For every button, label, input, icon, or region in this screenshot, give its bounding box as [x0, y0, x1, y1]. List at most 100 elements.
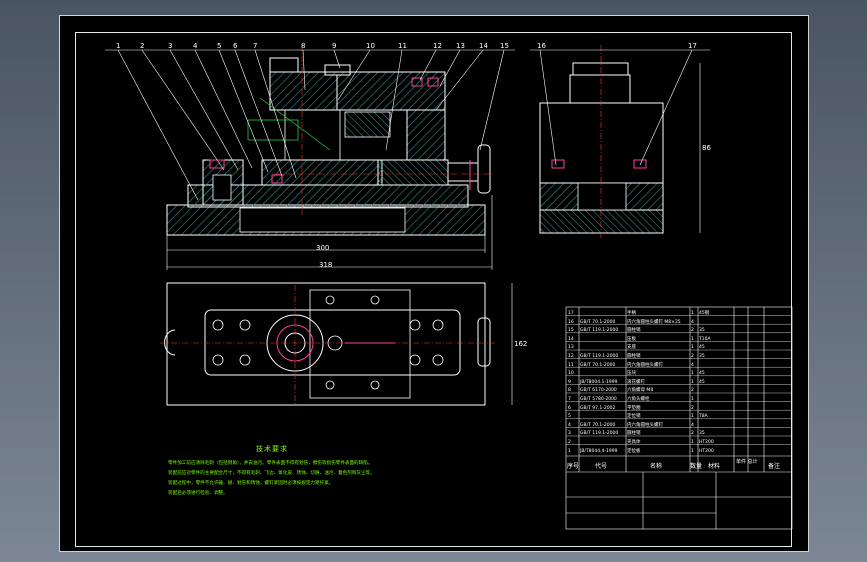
bom-cell-code: GB/T 119.1-2000: [580, 354, 619, 359]
bom-cell-code: GB/T 70.1-2000: [580, 362, 616, 368]
bom-cell-code: JB/T8004.1-1999: [580, 379, 618, 385]
bom-cell-qty: 1: [691, 379, 694, 385]
bom-cell-name: 圆柱销: [627, 354, 641, 359]
tech-req-line: 装配过程中，零件不允许磕、碰、划伤和锈蚀，螺钉紧固时必须按规定力矩拧紧。: [168, 481, 334, 486]
bom-cell-material: 45: [699, 345, 705, 351]
bom-cell-qty: 1: [691, 336, 694, 342]
tech-req-line: 零件加工前应清除毛刺（包括倒角），并去油污。零件表面不得有划伤，擦伤等损伤零件表…: [168, 461, 373, 466]
bom-cell-no: 10: [568, 371, 574, 377]
bom-header-no: 序号: [567, 463, 580, 470]
bom-cell-material: 45: [699, 379, 705, 385]
bom-cell-code: GB/T 70.1-2000: [580, 422, 616, 428]
drawing-frame: [75, 32, 792, 547]
bom-cell-qty: 1: [691, 311, 694, 316]
tech-req-title: 技术要求: [256, 445, 288, 453]
bom-cell-material: 45: [699, 371, 705, 377]
dim-side-height: 86: [702, 144, 711, 152]
bom-cell-qty: 2: [691, 354, 694, 359]
bom-cell-no: 3: [568, 431, 571, 437]
bom-cell-no: 7: [568, 397, 571, 402]
balloon-17: 17: [688, 42, 697, 50]
bom-cell-name: 滚花螺钉: [627, 379, 645, 385]
bom-cell-qty: 4: [691, 422, 694, 428]
bom-cell-code: GB/T 119.1-2000: [580, 431, 619, 437]
top-view: [160, 282, 513, 406]
balloon-1: 1: [116, 42, 121, 50]
bom-cell-no: 4: [568, 422, 571, 428]
bom-cell-name: 圆柱销: [627, 431, 641, 437]
bom-cell-name: 定位板: [627, 448, 641, 454]
balloon-11: 11: [398, 42, 407, 50]
bom-header-name: 名称: [650, 463, 663, 470]
balloon-10: 10: [366, 42, 375, 50]
bom-cell-code: GB/T 5780-2000: [580, 397, 617, 402]
bom-cell-name: 内六角圆柱头螺钉: [627, 362, 663, 368]
dim-front-length: 300: [316, 244, 330, 252]
bom-cell-code: JB/T8044.4-1999: [580, 448, 618, 454]
bom-header-qty: 数量: [690, 463, 703, 470]
front-view: [105, 45, 515, 270]
bom-cell-name: 平垫圈: [627, 405, 641, 411]
bom-cell-qty: 1: [691, 440, 694, 445]
bom-cell-no: 2: [568, 440, 571, 445]
bom-cell-material: 35: [699, 354, 705, 359]
bom-cell-material: T10A: [699, 336, 711, 342]
bom-cell-qty: 4: [691, 362, 694, 368]
bom-cell-no: 15: [568, 328, 574, 334]
balloon-5: 5: [217, 42, 222, 50]
bom-cell-qty: 2: [691, 388, 694, 394]
bom-cell-no: 11: [568, 362, 574, 368]
bom-cell-name: 压块: [627, 371, 636, 377]
bom-cell-code: GB/T 119.1-2000: [580, 328, 619, 334]
bom-cell-code: GB/T 70.1-2000: [580, 319, 616, 325]
bom-cell-name: 六角螺母 M8: [627, 388, 654, 394]
dim-overall-length: 318: [319, 261, 333, 269]
bom-cell-name: 六角头螺栓: [627, 397, 650, 402]
dim-plan-width: 162: [514, 340, 528, 348]
balloon-7: 7: [253, 42, 258, 50]
bom-header-code: 代号: [595, 463, 608, 470]
bom-cell-material: HT200: [699, 448, 714, 454]
bom-cell-qty: 2: [691, 405, 694, 411]
bom-cell-qty: 1: [691, 414, 694, 420]
balloon-14: 14: [479, 42, 488, 50]
bom-header-material: 材料: [708, 463, 721, 470]
bom-cell-name: 内六角圆柱头螺钉 M8×25: [627, 319, 681, 325]
bom-cell-no: 1: [568, 448, 571, 454]
bom-cell-no: 8: [568, 388, 571, 394]
bom-cell-name: 支座: [627, 345, 636, 351]
bom-cell-name: 定位销: [627, 414, 641, 420]
balloon-13: 13: [456, 42, 465, 50]
balloon-9: 9: [332, 42, 337, 50]
bom-cell-name: 手柄: [627, 311, 636, 316]
balloon-8: 8: [301, 42, 306, 50]
bom-cell-no: 14: [568, 336, 574, 342]
bom-cell-qty: 1: [691, 345, 694, 351]
bom-cell-name: 夹具体: [627, 440, 641, 445]
bom-cell-qty: 1: [691, 448, 694, 454]
bom-cell-material: T8A: [699, 414, 708, 420]
bom-cell-qty: 2: [691, 328, 694, 334]
bom-header-note: 备注: [768, 463, 781, 470]
bom-header-weight: 单件 总计: [736, 459, 758, 465]
balloon-3: 3: [168, 42, 173, 50]
balloon-2: 2: [140, 42, 145, 50]
bom-cell-no: 6: [568, 405, 571, 411]
bom-cell-no: 16: [568, 319, 574, 325]
tech-req-line: 装配前应对零件的主要配合尺寸，不得有毛刺、飞边、氧化皮、锈蚀、切屑、油污、着色剂…: [168, 471, 375, 476]
balloon-6: 6: [233, 42, 238, 50]
bom-cell-code: GB/T 6170-2000: [580, 388, 617, 394]
balloon-16: 16: [537, 42, 546, 50]
bom-cell-material: 45钢: [699, 311, 710, 316]
bom-cell-qty: 1: [691, 397, 694, 402]
bom-cell-no: 12: [568, 354, 574, 359]
bom-cell-qty: 1: [691, 371, 694, 377]
bom-cell-name: 压板: [627, 336, 636, 342]
bom-cell-material: HT200: [699, 440, 714, 445]
bom-cell-no: 17: [568, 311, 574, 316]
bom-cell-no: 13: [568, 345, 574, 351]
bom-cell-qty: 4: [691, 319, 694, 325]
bom-cell-material: 35: [699, 328, 705, 334]
tech-req-line: 装配后必须进行检验、调整。: [168, 491, 228, 496]
